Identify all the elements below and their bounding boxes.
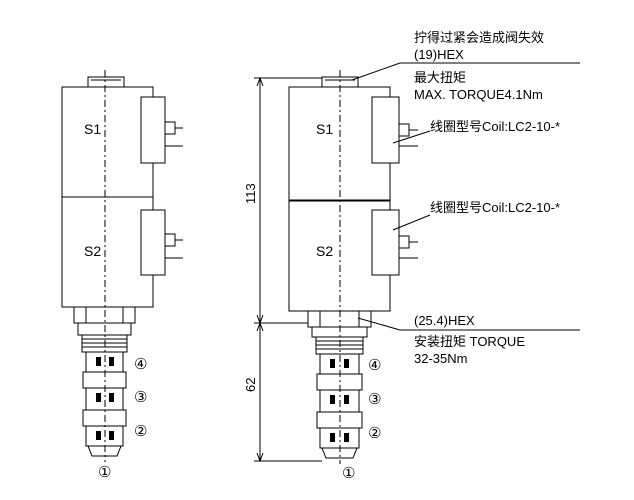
right-connector-s1 <box>371 96 400 164</box>
install-torque-label: 安装扭矩 TORQUE <box>414 334 525 349</box>
left-port-1: ① <box>98 463 111 481</box>
right-port-4: ④ <box>368 356 381 374</box>
coil-model-top-text: 线圈型号Coil:LC2-10-* <box>430 119 560 134</box>
right-connector-s2 <box>371 209 400 276</box>
dimension-62 <box>254 321 322 463</box>
right-coil-label-s2: S2 <box>316 243 333 259</box>
left-port-3: ③ <box>134 388 147 406</box>
right-port-holes <box>330 359 349 442</box>
right-coil-label-s1: S1 <box>316 121 333 137</box>
body-hex-text: (25.4)HEX <box>414 313 475 328</box>
right-port-3: ③ <box>368 390 381 408</box>
nut-hex-text: (19)HEX <box>414 47 464 62</box>
left-connector-s2 <box>140 209 166 276</box>
max-torque-cn-text: 最大扭矩 <box>414 70 466 85</box>
left-port-2: ② <box>134 422 147 440</box>
nut-warning-text: 拧得过紧会造成阀失效 <box>414 30 544 45</box>
left-coil-s2 <box>61 196 154 308</box>
dimension-62-label: 62 <box>243 378 258 392</box>
left-coil-label-s1: S1 <box>84 121 101 137</box>
dimension-113-label: 113 <box>243 183 258 204</box>
right-port-1: ① <box>342 464 355 482</box>
leader-lines <box>351 62 580 331</box>
max-torque-en-text: MAX. TORQUE4.1Nm <box>414 87 543 102</box>
install-torque-value: 32-35Nm <box>414 351 467 366</box>
right-view: S1 S2 ④ ③ ② ① 113 62 <box>243 30 580 482</box>
left-coil-label-s2: S2 <box>84 243 101 259</box>
left-port-holes <box>96 357 114 440</box>
left-port-4: ④ <box>134 355 147 373</box>
coil-model-bottom-text: 线圈型号Coil:LC2-10-* <box>430 200 560 215</box>
left-view: S1 S2 ④ ③ ② ① <box>61 70 183 481</box>
left-coil-s1 <box>61 86 154 198</box>
left-top-nut <box>87 76 125 88</box>
left-connector-s1 <box>140 96 166 164</box>
right-port-2: ② <box>368 424 381 442</box>
